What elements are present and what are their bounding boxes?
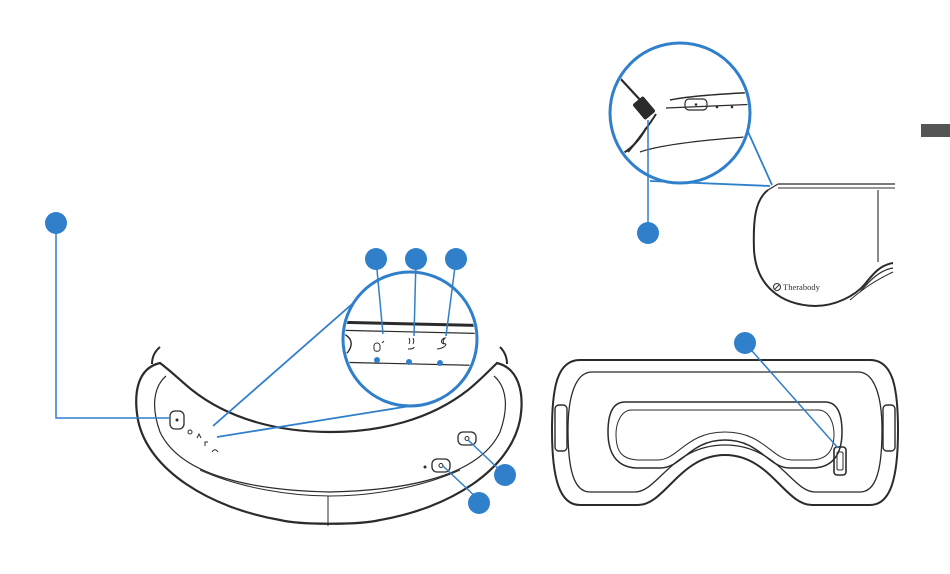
- callout-charging-port: [637, 222, 659, 244]
- heat-button[interactable]: [458, 432, 476, 445]
- callout-mode-indicator-3: [445, 248, 467, 270]
- inner-sensor: [834, 447, 846, 475]
- callout-mode-indicator-1: [365, 248, 387, 270]
- therabody-logo-icon: [774, 284, 781, 291]
- side-indicator-icons: [188, 430, 218, 452]
- callout-heat-button: [494, 464, 516, 486]
- mode-led-1: [374, 357, 380, 363]
- callout-mode-button: [468, 492, 490, 514]
- page-tab-marker: [921, 124, 950, 137]
- mask-outer-shell: [136, 363, 521, 524]
- side-mask-shell: [754, 190, 893, 306]
- brand-name: Therabody: [783, 282, 821, 292]
- callout-power-button: [45, 212, 67, 234]
- mode-led-3: [437, 360, 443, 366]
- side-view-mask: [754, 184, 895, 306]
- callout-mode-indicator-2: [405, 248, 427, 270]
- port-magnifier: [610, 43, 772, 230]
- callout-inner-sensor: [734, 332, 756, 354]
- indicator-magnifier: [213, 259, 500, 437]
- mode-led-2: [406, 359, 412, 365]
- therabody-logo: Therabody: [774, 282, 821, 292]
- inner-view-mask: [552, 360, 898, 505]
